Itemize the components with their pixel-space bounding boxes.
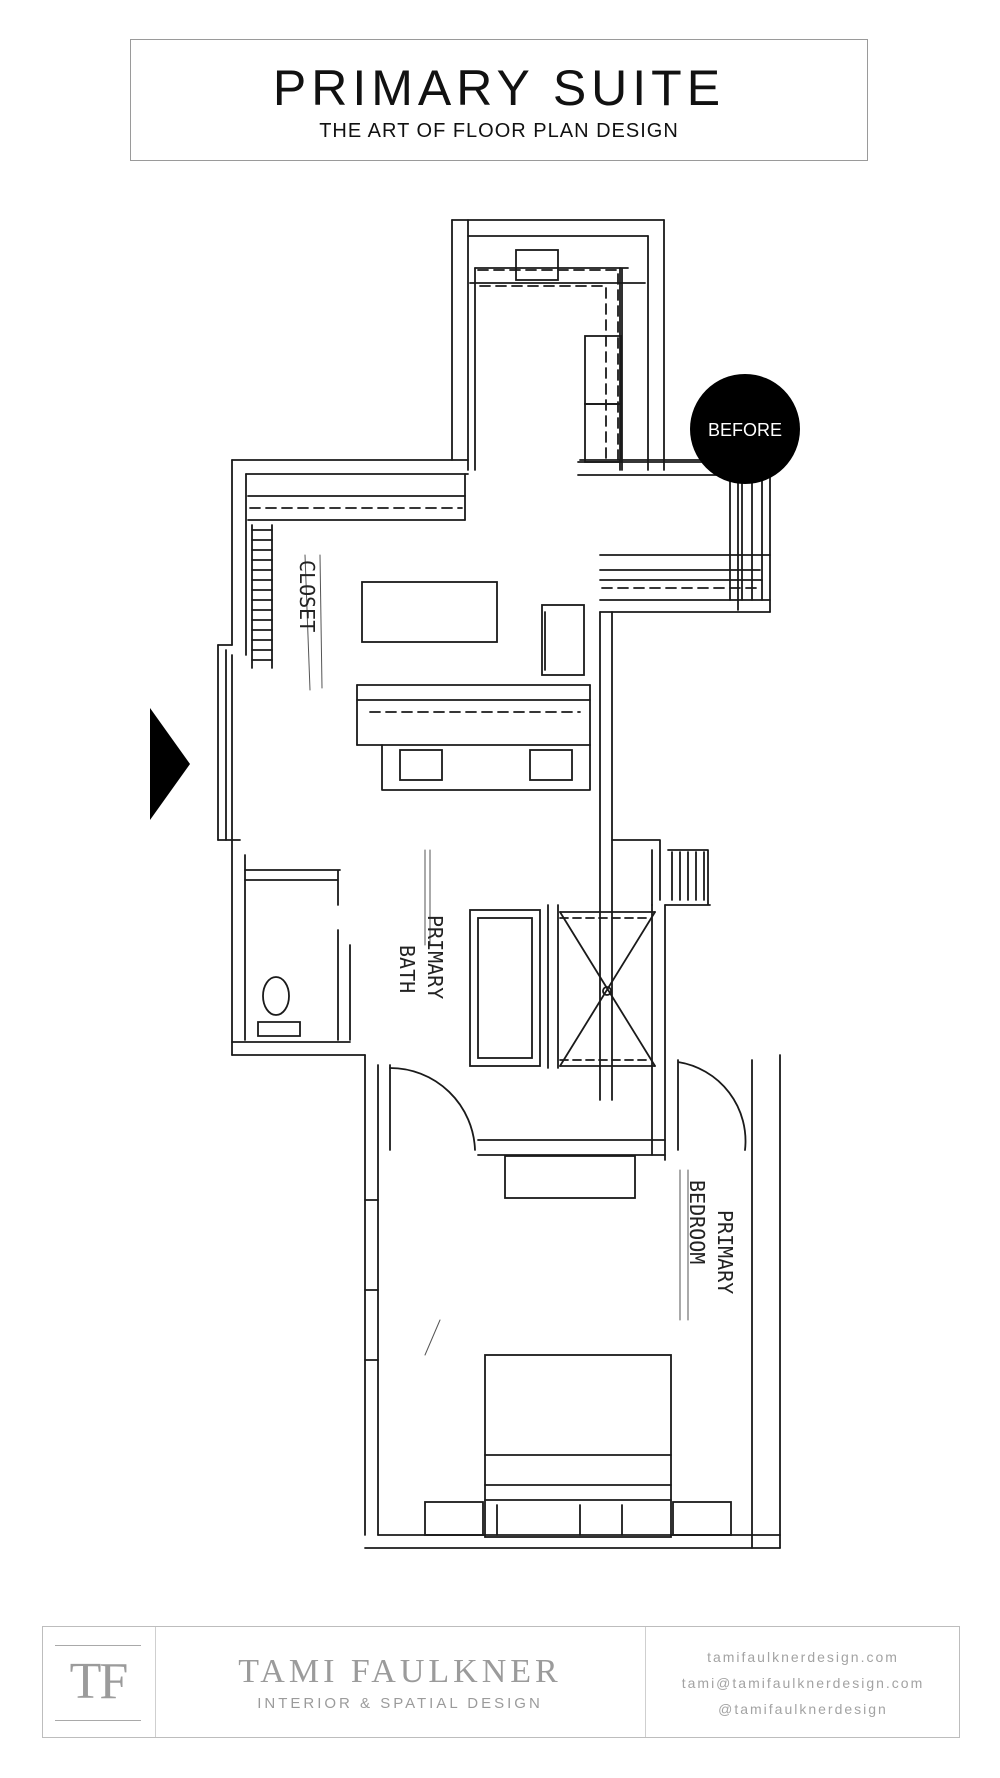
email-link[interactable]: tami@tamifaulknerdesign.com	[681, 1675, 925, 1691]
footer-divider	[155, 1627, 156, 1737]
bath-east-wall	[611, 839, 711, 1161]
sink-right	[529, 749, 573, 781]
closet-dresser	[584, 335, 622, 405]
bathtub	[469, 909, 541, 1067]
window-wall	[217, 644, 241, 841]
toilet-bowl	[262, 976, 290, 1016]
right-wing-walls	[577, 461, 771, 1101]
entry-arrow-icon	[150, 708, 190, 820]
page-title: PRIMARY SUITE	[272, 60, 726, 116]
vanity-block	[356, 604, 591, 791]
footer-divider	[645, 1627, 646, 1737]
footer: TF TAMI FAULKNER INTERIOR & SPATIAL DESI…	[42, 1626, 960, 1738]
bathtub-inner	[477, 917, 533, 1059]
toilet-tank	[257, 1021, 301, 1037]
bath-bedroom-wall	[364, 1054, 747, 1536]
closet-walls	[451, 219, 665, 471]
closet-dresser-2	[584, 403, 622, 463]
toilet-room	[231, 839, 366, 1056]
sink-left	[399, 749, 443, 781]
brand-logo: TF	[55, 1645, 141, 1721]
brand-tagline: INTERIOR & SPATIAL DESIGN	[257, 1695, 543, 1712]
closet-label: CLOSET	[295, 560, 319, 632]
shower	[547, 904, 656, 1069]
nightstand-left	[424, 1501, 484, 1536]
bedroom-label-line1: PRIMARY	[713, 1210, 737, 1294]
title-box: PRIMARY SUITE THE ART OF FLOOR PLAN DESI…	[130, 39, 868, 161]
closet-ladder-shelving	[251, 524, 273, 669]
before-badge-label: BEFORE	[708, 420, 782, 440]
page-subtitle: THE ART OF FLOOR PLAN DESIGN	[319, 120, 679, 142]
nightstand-right	[672, 1501, 732, 1536]
closet-drawer-unit	[515, 249, 559, 281]
bedroom-bench	[504, 1155, 636, 1199]
brand-name: TAMI FAULKNER	[238, 1653, 562, 1690]
closet-island	[361, 581, 498, 643]
bath-label-line1: PRIMARY	[423, 915, 447, 999]
bed	[484, 1354, 672, 1538]
bath-label-line2: BATH	[395, 945, 419, 993]
bedroom-walls	[364, 1054, 781, 1549]
bedroom-label-line2: BEDROOM	[685, 1180, 709, 1264]
closet-shelving	[477, 269, 619, 461]
social-handle[interactable]: @tamifaulknerdesign	[718, 1701, 888, 1717]
website-link[interactable]: tamifaulknerdesign.com	[707, 1649, 899, 1665]
before-badge	[690, 374, 800, 484]
